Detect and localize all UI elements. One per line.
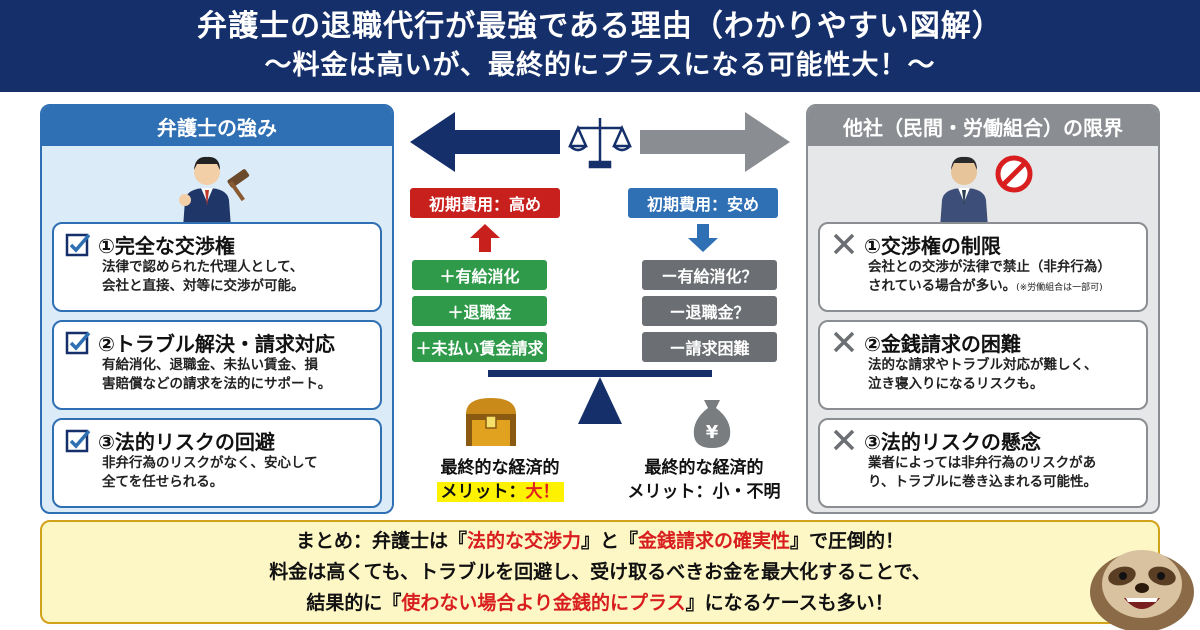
person-with-prohibited-icon [940,155,1033,228]
minus-item: ー有給消化？ [642,260,777,290]
arrows-and-scale-icon [410,112,790,172]
limit-card-3: ③法的リスクの懸念 業者によっては非弁行為のリスクがあ り、トラブルに巻き込まれ… [818,418,1148,508]
up-arrow-icon [470,224,500,252]
cost-high-label: 初期費用：高め [410,188,560,218]
cross-icon [833,331,855,353]
merit-large: 最終的な経済的 メリット：大！ [410,456,590,504]
limit-note: (※労働組合は一部可) [1016,283,1103,293]
limit-text: 業者によっては非弁行為のリスクがあ [868,455,1097,471]
summary-line-3: 結果的に『使わない場合より金銭的にプラス』になるケースも多い！ [306,588,893,619]
merit-text: メリット：小・不明 [627,482,781,502]
limit-card-1: ①交渉権の制限 会社との交渉が法律で禁止（非弁行為） されている場合が多い。(※… [818,222,1148,312]
sloth-mascot-icon [1090,550,1194,630]
cross-icon [833,233,855,255]
summary-line-1: まとめ：弁護士は『法的な交渉力』と『金銭請求の確実性』で圧倒的！ [296,526,904,557]
strength-card-1: ①完全な交渉権 法律で認められた代理人として、 会社と直接、対等に交渉が可能。 [52,222,382,312]
comparison-scale: 初期費用：高め 初期費用：安め ＋有給消化 ＋退職金 ＋未払い賃金請求 ー有給消… [400,100,800,520]
lawyer-with-gavel-icon [179,156,250,228]
summary-emphasis: 金銭請求の確実性 [638,529,791,552]
limit-title: ②金銭請求の困難 [864,331,1021,356]
limit-text: り、トラブルに巻き込まれる可能性。 [868,474,1097,490]
summary-emphasis: 使わない場合より金銭的にプラス [401,591,686,614]
strength-title: ③法的リスクの回避 [98,429,275,454]
left-arrow-icon [410,112,560,172]
limit-title: ③法的リスクの懸念 [864,429,1041,454]
merit-small: 最終的な経済的 メリット：小・不明 [614,456,794,504]
merit-highlight: メリット：大！ [436,482,564,502]
plus-item: ＋有給消化 [412,260,547,290]
page-title: 弁護士の退職代行が最強である理由（わかりやすい図解） [197,9,1003,44]
minus-item: ー退職金？ [642,296,777,326]
down-arrow-icon [688,224,718,252]
merit-text: 最終的な経済的 [644,458,764,478]
strength-title: ①完全な交渉権 [98,233,235,258]
limit-text: 会社との交渉が法律で禁止（非弁行為） [868,259,1111,275]
checkbox-checked-icon [65,233,91,257]
strength-text: 害賠償などの請求を法的にサポート。 [102,376,332,392]
right-arrow-icon [640,112,790,172]
strength-card-3: ③法的リスクの回避 非弁行為のリスクがなく、安心して 全てを任せられる。 [52,418,382,508]
competitor-limits-panel: 他社（民間・労働組合）の限界 ①交渉権の制限 会社との交渉が法律で禁止（非弁行為… [806,104,1160,514]
summary-text: まとめ：弁護士は『 [295,529,467,552]
page-subtitle: 〜料金は高いが、最終的にプラスになる可能性大！〜 [264,50,936,81]
summary-text: 結果的に『 [306,591,402,614]
merit-text: 最終的な経済的 [440,458,560,478]
yen-sign: ¥ [706,422,719,443]
lawyer-strengths-panel: 弁護士の強み ①完全な交渉権 法律で認められた代理人として、 会社と直接、対等に… [40,104,394,514]
strength-card-2: ②トラブル解決・請求対応 有給消化、退職金、未払い賃金、損 害賠償などの請求を法… [52,320,382,410]
strength-title: ②トラブル解決・請求対応 [98,331,335,356]
plus-item: ＋退職金 [412,296,547,326]
summary-text: 』になるケースも多い！ [685,591,894,614]
balance-scale-icon [568,118,632,169]
summary-text: 』で圧倒的！ [790,529,905,552]
summary-emphasis: 法的な交渉力 [466,529,581,552]
limit-card-2: ②金銭請求の困難 法的な請求やトラブル対応が難しく、 泣き寝入りになるリスクも。 [818,320,1148,410]
cross-icon [833,429,855,451]
panel-heading: 弁護士の強み [42,106,392,146]
seesaw-icon [488,370,712,424]
strength-text: 全てを任せられる。 [102,474,224,490]
strength-text: 法律で認められた代理人として、 [102,259,304,275]
panel-heading: 他社（民間・労働組合）の限界 [808,106,1158,146]
limit-text: 泣き寝入りになるリスクも。 [868,376,1044,392]
strength-text: 有給消化、退職金、未払い賃金、損 [102,357,318,373]
header-banner: 弁護士の退職代行が最強である理由（わかりやすい図解） 〜料金は高いが、最終的にプ… [0,0,1200,92]
limit-text: 法的な請求やトラブル対応が難しく、 [868,357,1098,373]
minus-item: ー請求困難 [642,332,777,362]
limit-text: されている場合が多い。 [868,278,1017,294]
treasure-chest-icon [466,398,516,446]
summary-line-2: 料金は高くても、トラブルを回避し、受け取るべきお金を最大化することで、 [269,560,931,583]
limit-title: ①交渉権の制限 [864,233,1001,258]
merit-text: メリット： [440,482,526,502]
money-bag-icon: ¥ [693,400,731,448]
strength-text: 非弁行為のリスクがなく、安心して [102,455,318,471]
strength-text: 会社と直接、対等に交渉が可能。 [102,278,305,294]
checkbox-checked-icon [65,331,91,355]
prohibited-icon [995,155,1033,193]
checkbox-checked-icon [65,429,91,453]
plus-item: ＋未払い賃金請求 [412,332,547,362]
merit-emphasis: 大！ [525,482,560,502]
summary-box: まとめ：弁護士は『法的な交渉力』と『金銭請求の確実性』で圧倒的！ 料金は高くても… [40,520,1160,624]
cost-low-label: 初期費用：安め [628,188,778,218]
summary-text: 』と『 [580,529,638,552]
